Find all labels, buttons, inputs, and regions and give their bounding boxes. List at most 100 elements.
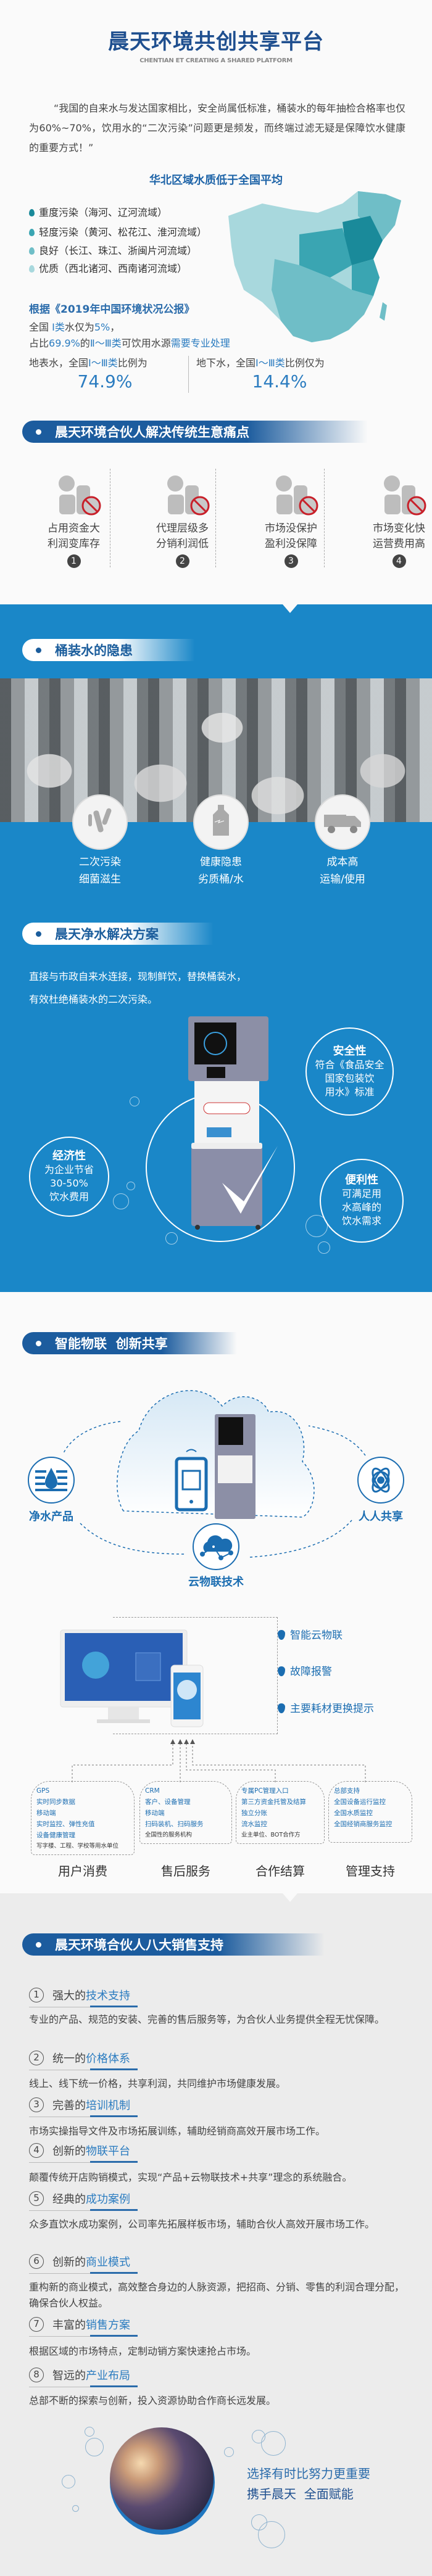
text: Ⅰ～Ⅲ类 xyxy=(88,357,118,369)
bubble xyxy=(113,1193,129,1209)
report-source: 根据《2019年中国环境状况公报》 xyxy=(29,303,195,316)
water-drop-icon xyxy=(29,265,35,273)
coins-no-icon xyxy=(56,470,104,516)
title-highlight: 培训机制 xyxy=(86,2099,130,2112)
circled-number: 4 xyxy=(29,2143,44,2158)
pain-line-2: 运营费用高 xyxy=(373,538,425,550)
card-footer: 写字楼、工程、学校等用水单位 xyxy=(36,1843,119,1850)
text: 的 xyxy=(80,337,90,349)
water-drop-icon xyxy=(278,1630,285,1640)
text: 地表水，全国 xyxy=(29,357,89,369)
section-title: 晨天环境合伙人解决传统生意痛点 xyxy=(55,425,249,440)
title-prefix: 丰富的 xyxy=(52,2319,86,2332)
bullet-dot xyxy=(36,1340,41,1346)
text: 地下水，全国 xyxy=(196,357,256,369)
bullet-dot xyxy=(36,931,41,937)
water-drop-icon xyxy=(278,1703,285,1713)
underline-accent xyxy=(90,2006,138,2007)
feature-title: 经济性 xyxy=(52,1150,86,1162)
circled-number: 5 xyxy=(29,2191,44,2206)
feature-safety: 安全性符合《食品安全国家包装饮用水》标准 xyxy=(305,1027,394,1116)
support-item-description: 市场实操指导文件及市场拓展训练，辅助经销商高效开展市场工作。 xyxy=(29,2125,326,2137)
card-line: 移动端 xyxy=(145,1809,165,1817)
card-line: 实时同步数据 xyxy=(36,1798,75,1806)
bullet-dot xyxy=(36,429,41,435)
water-drop-icon xyxy=(29,229,35,236)
title-prefix: 完善的 xyxy=(52,2099,86,2112)
section-header-hazards: 桶装水的隐患 xyxy=(22,639,195,661)
bubble xyxy=(127,1182,135,1190)
title-highlight: 商业模式 xyxy=(86,2256,130,2269)
card-line: 客户、设备管理 xyxy=(145,1798,191,1806)
circled-number: 2 xyxy=(29,2051,44,2065)
card-line: GPS xyxy=(36,1787,50,1795)
title-underline xyxy=(29,2335,138,2337)
bubble xyxy=(305,1215,328,1237)
bubble xyxy=(72,2505,79,2512)
text: 占比 xyxy=(29,337,49,349)
hazard-subtitle: 细菌滋生 xyxy=(79,873,121,886)
card-line: 全国经销商服务监控 xyxy=(334,1821,393,1828)
card-label: 合作结算 xyxy=(255,1864,305,1879)
delivery-truck-icon-badge xyxy=(315,794,370,850)
text: ， xyxy=(110,321,120,333)
china-water-quality-map xyxy=(228,191,401,342)
hazard-subtitle: 劣质桶/水 xyxy=(198,873,244,886)
pain-line-1: 市场变化快 xyxy=(373,522,425,535)
card-label: 管理支持 xyxy=(346,1864,395,1879)
title-prefix: 创新的 xyxy=(52,2256,86,2269)
support-item-description: 根据区域的市场特点，定制动销方案快速抢占市场。 xyxy=(29,2345,257,2357)
surface-water-value: 74.9% xyxy=(77,371,133,392)
section-header-solution: 晨天净水解决方案 xyxy=(22,923,214,945)
node-share xyxy=(357,1457,404,1504)
text: 全国 xyxy=(29,321,49,333)
slogan-line-2: 携手晨天 全面赋能 xyxy=(247,2487,354,2501)
notch xyxy=(283,1893,297,1902)
card-line: 实时监控、弹性充值 xyxy=(36,1821,95,1828)
section-title: 桶装水的隐患 xyxy=(55,643,133,658)
feature-item: 主要耗材更换提示 xyxy=(278,1700,374,1715)
card-line: 专属PC管理入口 xyxy=(241,1787,289,1795)
bubble xyxy=(224,2447,234,2457)
falling-chart-no-icon xyxy=(273,470,321,516)
feature-label: 智能云物联 xyxy=(290,1629,343,1642)
title-underline xyxy=(29,2272,138,2274)
hazard-label: 健康隐患劣质桶/水 xyxy=(172,854,270,888)
intro-quote: “我国的自来水与发达国家相比，安全尚属低标准，桶装水的每年抽检合格率也仅为60%… xyxy=(29,102,405,154)
circled-number: 7 xyxy=(29,2317,44,2332)
solution-text-1: 直接与市政自来水连接，现制鲜饮，替换桶装水， xyxy=(29,971,247,982)
title-prefix: 强大的 xyxy=(52,1990,86,2002)
title-highlight: 成功案例 xyxy=(86,2193,130,2206)
slogan-line-1: 选择有时比努力更重要 xyxy=(247,2466,370,2481)
underline-accent xyxy=(90,2209,138,2211)
divider xyxy=(215,469,216,567)
title-prefix: 经典的 xyxy=(52,2193,86,2206)
text: 69.9% xyxy=(49,337,80,349)
section-header-pain-points: 晨天环境合伙人解决传统生意痛点 xyxy=(22,421,368,443)
pain-line-2: 分销利润低 xyxy=(156,538,209,550)
legend-label: 优质（西北诸河、西南诸河流域） xyxy=(39,263,188,274)
legend-item: 优质（西北诸河、西南诸河流域） xyxy=(29,260,187,275)
support-item-title: 5 经典的成功案例 xyxy=(29,2191,130,2207)
connector-arrows xyxy=(72,1739,366,1782)
card-line: 扫码装机、扫码服务 xyxy=(145,1821,204,1828)
text: Ⅰ～Ⅲ类 xyxy=(255,357,285,369)
support-item-description: 颠覆传统开店购销模式，实现“产品+云物联技术+共享”理念的系统融合。 xyxy=(29,2171,352,2183)
cloud-network-icon xyxy=(200,1535,233,1560)
text: 需要专业处理 xyxy=(170,337,230,349)
node-product-label: 净水产品 xyxy=(29,1510,73,1523)
title-prefix: 统一的 xyxy=(52,2052,86,2065)
text: 水仅为 xyxy=(64,321,94,333)
monitor-and-phone-screens xyxy=(60,1629,204,1727)
hazard-label: 成本高运输/使用 xyxy=(293,854,392,888)
card-line: 流水监控 xyxy=(241,1821,267,1828)
bubble xyxy=(165,1232,178,1245)
cracked-bottle-icon xyxy=(209,804,233,841)
node-cloud xyxy=(193,1523,239,1570)
